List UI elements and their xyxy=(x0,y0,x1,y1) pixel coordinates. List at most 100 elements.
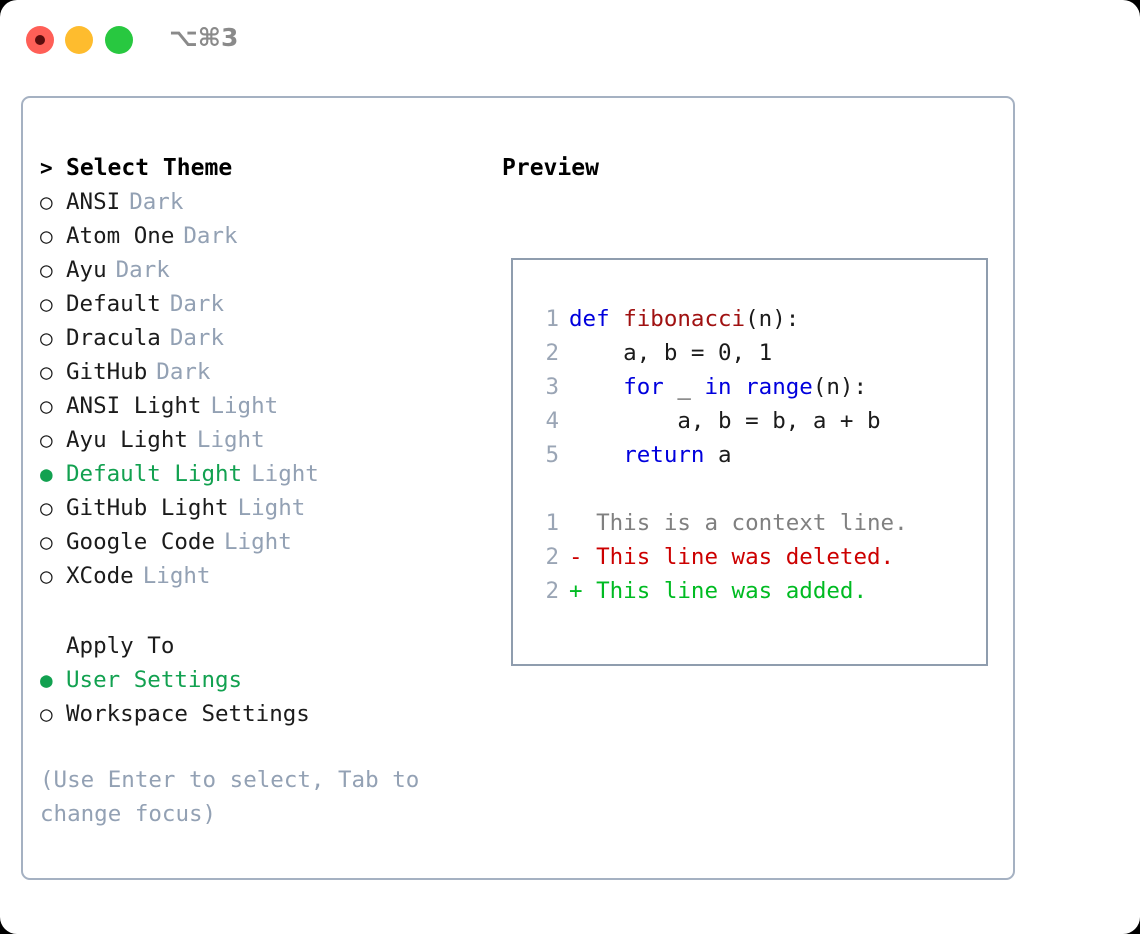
code-line: 2 a, b = 0, 1 xyxy=(529,336,978,370)
diff-text: This line was added. xyxy=(582,578,868,604)
theme-variant-tag: Light xyxy=(251,461,319,487)
code-token: (n): xyxy=(745,306,800,332)
keyboard-hint-text: (Use Enter to select, Tab to change focu… xyxy=(40,767,420,827)
code-token: (n): xyxy=(812,374,868,400)
theme-variant-tag: Dark xyxy=(115,257,170,283)
prompt-caret-icon: > xyxy=(40,156,53,180)
theme-option-label: Default xyxy=(66,291,161,317)
theme-list-header-label: Select Theme xyxy=(66,155,233,181)
radio-unselected-icon: ○ xyxy=(40,496,53,520)
shortcut-label: ⌥⌘3 xyxy=(169,23,239,52)
code-token xyxy=(732,374,746,400)
theme-option-default[interactable]: ○ Default Dark xyxy=(40,287,490,321)
code-token xyxy=(569,374,623,400)
theme-option-label: GitHub xyxy=(66,359,148,385)
apply-to-label: Apply To xyxy=(66,633,175,659)
code-token: fibonacci xyxy=(623,306,746,332)
theme-option-dracula[interactable]: ○ Dracula Dark xyxy=(40,321,490,355)
theme-option-label: ANSI Light xyxy=(66,393,202,419)
line-number: 4 xyxy=(545,408,559,434)
theme-option-label: Dracula xyxy=(66,325,161,351)
theme-option-label: Default Light xyxy=(66,461,243,487)
line-number: 2 xyxy=(545,544,559,570)
apply-to-option-label: Workspace Settings xyxy=(66,701,310,727)
theme-list-header: > Select Theme xyxy=(40,151,490,185)
line-number: 5 xyxy=(545,442,559,468)
radio-selected-icon: ● xyxy=(40,668,53,692)
maximize-button[interactable] xyxy=(105,26,133,54)
diff-line: 2 + This line was added. xyxy=(529,574,978,608)
radio-unselected-icon: ○ xyxy=(40,326,53,350)
radio-unselected-icon: ○ xyxy=(40,292,53,316)
radio-unselected-icon: ○ xyxy=(40,360,53,384)
theme-variant-tag: Light xyxy=(196,427,265,453)
apply-to-option-workspace-settings[interactable]: ○ Workspace Settings xyxy=(40,697,490,731)
theme-option-label: Atom One xyxy=(66,223,175,249)
diff-sample-lines: 1 This is a context line. 2- This line wa… xyxy=(529,506,978,608)
diff-text: This line was deleted. xyxy=(582,544,895,570)
radio-unselected-icon: ○ xyxy=(40,394,53,418)
preview-title: Preview xyxy=(502,155,599,181)
radio-unselected-icon: ○ xyxy=(40,190,53,214)
radio-unselected-icon: ○ xyxy=(40,258,53,282)
code-token xyxy=(569,442,623,468)
code-line: 5 return a xyxy=(529,438,978,472)
code-token: in xyxy=(704,374,732,400)
radio-unselected-icon: ○ xyxy=(40,530,53,554)
title-bar: ⌥⌘3 xyxy=(0,0,1140,78)
section-spacer xyxy=(40,593,490,629)
code-line: 4 a, b = b, a + b xyxy=(529,404,978,438)
theme-variant-tag: Dark xyxy=(169,291,225,317)
hint-spacer xyxy=(40,731,490,763)
theme-variant-tag: Dark xyxy=(129,189,184,215)
theme-variant-tag: Dark xyxy=(156,359,211,385)
code-token: a xyxy=(704,442,732,468)
theme-option-ansi[interactable]: ○ ANSI Dark xyxy=(40,185,490,219)
apply-to-option-label: User Settings xyxy=(66,667,243,693)
code-token: a, b = 0, 1 xyxy=(569,340,773,366)
radio-unselected-icon: ○ xyxy=(40,564,53,588)
diff-sign: - xyxy=(569,544,583,570)
radio-selected-icon: ● xyxy=(40,462,53,486)
diff-sign xyxy=(569,510,583,536)
code-token: return xyxy=(623,442,705,468)
radio-unselected-icon: ○ xyxy=(40,702,53,726)
close-button[interactable] xyxy=(26,26,54,54)
diff-sign: + xyxy=(569,578,583,604)
line-number: 2 xyxy=(545,340,559,366)
theme-option-label: Google Code xyxy=(66,529,216,555)
theme-option-label: ANSI xyxy=(66,189,121,215)
line-number: 3 xyxy=(545,374,559,400)
apply-to-options-list: ● User Settings ○ Workspace Settings xyxy=(40,663,490,731)
theme-option-default-light[interactable]: ● Default Light Light xyxy=(40,457,490,491)
theme-option-label: XCode xyxy=(66,563,134,589)
diff-line: 1 This is a context line. xyxy=(529,506,978,540)
line-number: 2 xyxy=(545,578,559,604)
apply-to-option-user-settings[interactable]: ● User Settings xyxy=(40,663,490,697)
theme-variant-tag: Light xyxy=(237,495,306,521)
radio-unselected-icon: ○ xyxy=(40,224,53,248)
theme-variant-tag: Dark xyxy=(169,325,225,351)
minimize-button[interactable] xyxy=(65,26,93,54)
code-token: for xyxy=(623,374,664,400)
theme-option-github[interactable]: ○ GitHub Dark xyxy=(40,355,490,389)
code-line: 1 def fibonacci(n): xyxy=(529,302,978,336)
line-number: 1 xyxy=(545,306,559,332)
code-token: def xyxy=(569,306,624,332)
code-token: a, b = b, a + b xyxy=(569,408,881,434)
code-token: _ xyxy=(663,374,705,400)
